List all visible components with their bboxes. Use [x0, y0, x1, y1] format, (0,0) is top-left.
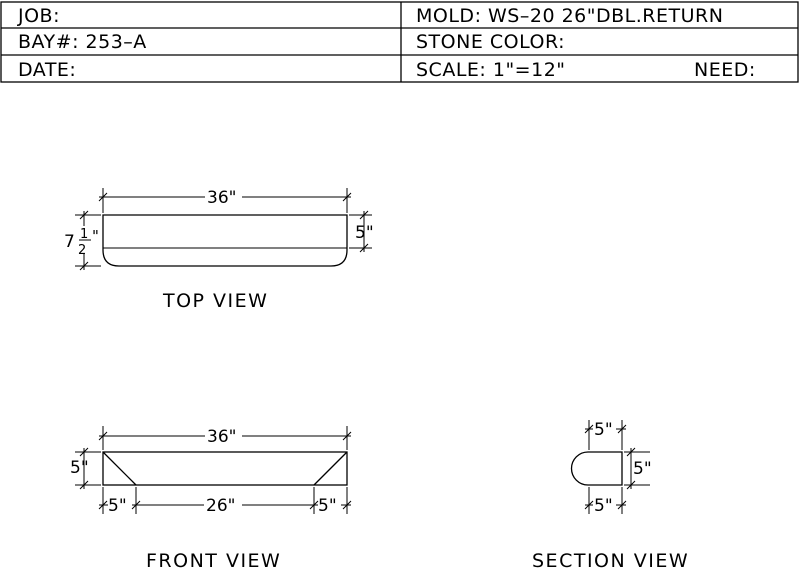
- front-view-label: FRONT VIEW: [146, 550, 281, 571]
- front-view-outline: [102, 451, 348, 486]
- section-view-top-label: 5": [594, 420, 613, 440]
- front-view-width-label: 36": [207, 427, 236, 447]
- top-view-label: TOP VIEW: [162, 290, 268, 312]
- top-view-outline: [102, 214, 348, 267]
- section-view-label: SECTION VIEW: [532, 550, 689, 571]
- date-label: DATE:: [18, 59, 76, 81]
- need-label: NEED:: [694, 59, 756, 81]
- bay-label: BAY#: 253–A: [18, 31, 147, 53]
- stone-color-label: STONE COLOR:: [416, 31, 565, 53]
- top-view: 36" 7 1 2 " 5" TOP VIEW: [64, 188, 374, 312]
- front-view-left-miter: [102, 451, 137, 486]
- front-view-right-return-label: 5": [318, 496, 337, 516]
- top-view-depth-dimension: 7 1 2 ": [64, 210, 101, 271]
- front-view-height-dimension: 5": [70, 447, 101, 490]
- front-view: 36" 5" 5" 26" 5" FRONT VIEW: [70, 426, 352, 571]
- front-view-left-return-label: 5": [108, 496, 127, 516]
- front-view-bottom-dimensions: 5" 26" 5": [98, 487, 352, 516]
- top-view-depth-unit: ": [92, 227, 99, 245]
- front-view-middle-label: 26": [206, 496, 235, 516]
- section-view-top-dimension: 5": [584, 420, 627, 450]
- title-block-frame: [0, 1, 799, 83]
- top-view-depth-numerator: 1: [80, 227, 88, 242]
- section-view-outline: [570, 451, 623, 486]
- top-view-return-label: 5": [355, 223, 374, 243]
- section-view: 5" 5" 5" SECTION VIEW: [532, 420, 689, 571]
- section-view-height-label: 5": [633, 459, 652, 479]
- scale-label: SCALE: 1"=12": [416, 59, 566, 81]
- title-block: JOB: MOLD: WS–20 26"DBL.RETURN BAY#: 253…: [0, 1, 799, 83]
- top-view-depth-whole: 7: [64, 232, 75, 252]
- top-view-depth-denominator: 2: [78, 243, 86, 258]
- mold-label: MOLD: WS–20 26"DBL.RETURN: [416, 5, 723, 27]
- top-view-return-dimension: 5": [349, 210, 374, 253]
- front-view-right-miter: [313, 451, 348, 486]
- front-view-width-dimension: 36": [98, 426, 352, 450]
- section-view-bottom-label: 5": [594, 496, 613, 516]
- section-view-bottom-dimension: 5": [584, 487, 627, 516]
- section-view-height-dimension: 5": [624, 447, 652, 490]
- top-view-width-label: 36": [207, 188, 236, 208]
- front-view-height-label: 5": [70, 458, 89, 478]
- job-label: JOB:: [17, 5, 60, 27]
- top-view-width-dimension: 36": [98, 188, 352, 213]
